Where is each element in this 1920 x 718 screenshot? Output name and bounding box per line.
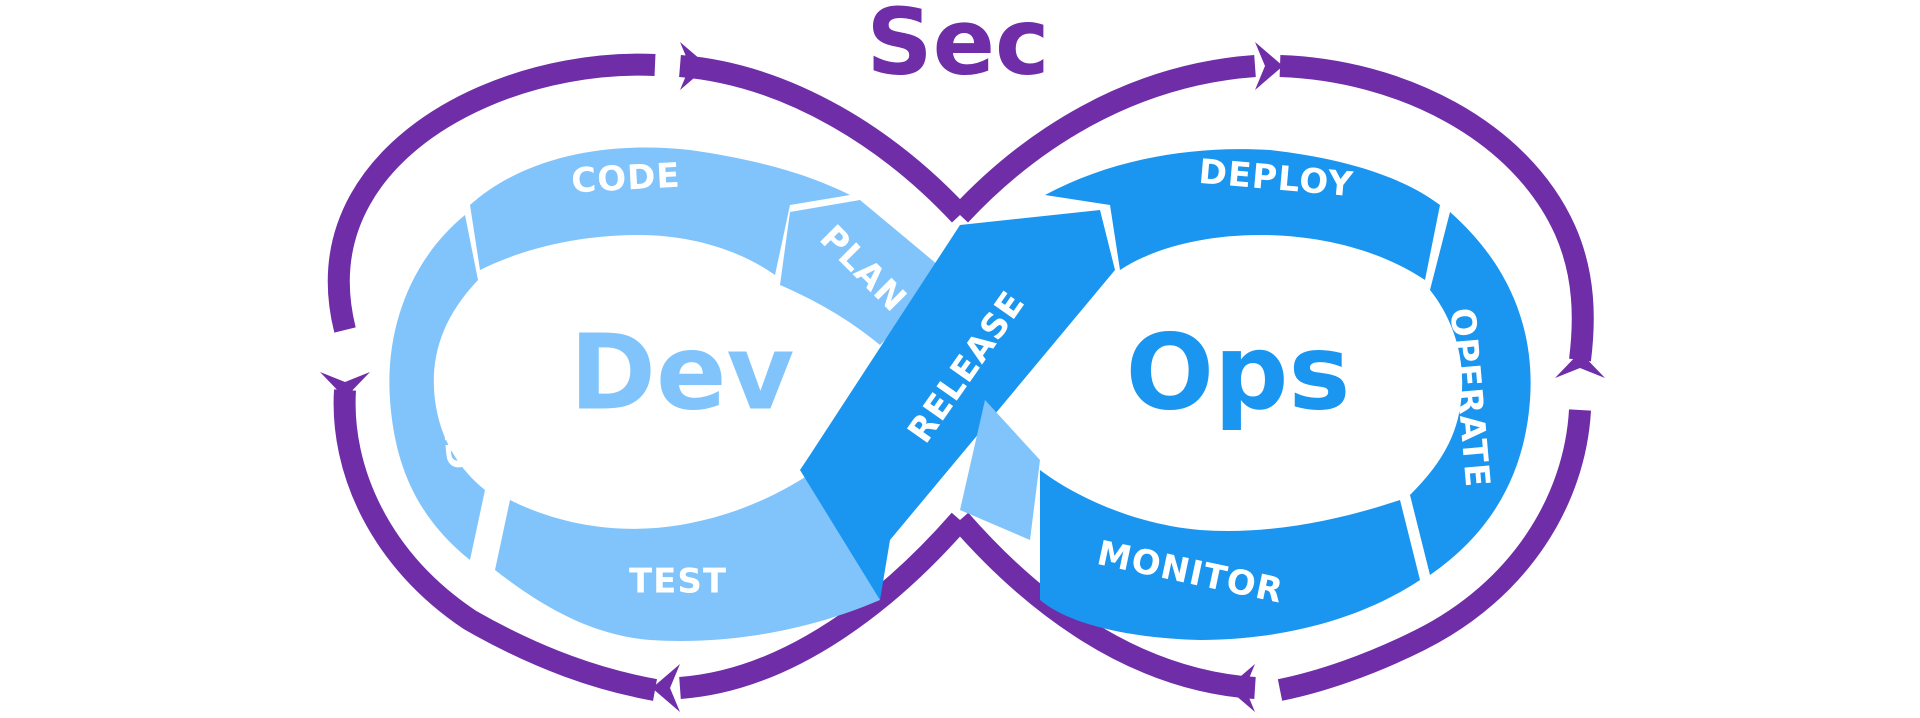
test-segment: [495, 460, 880, 641]
sec-ring-arc-right-lower-cross: [951, 512, 1256, 699]
sec-arrowhead: [1227, 664, 1255, 712]
ops-loop: [800, 149, 1531, 640]
sec-ring-arc-left-lower-cross: [679, 512, 969, 699]
sec-ring-arc-right-top: [1279, 55, 1594, 362]
dev-title: Dev: [570, 311, 795, 433]
sec-arrowhead: [680, 42, 708, 90]
ops-title: Ops: [1126, 311, 1351, 433]
code-segment: [470, 147, 850, 275]
sec-ring-arc-right-upper-cross: [951, 55, 1256, 223]
sec-ring-arrowheads: [320, 42, 1605, 712]
sec-title: Sec: [866, 0, 1049, 95]
deploy-segment: [1045, 149, 1440, 280]
build-segment: [389, 215, 485, 560]
monitor-segment: [1040, 470, 1420, 640]
sec-ring: [327, 53, 1594, 701]
release-segment: [800, 210, 1115, 600]
sec-ring-arc-left-top: [327, 53, 656, 333]
code-label: CODE: [570, 156, 681, 202]
sec-ring-arc-right-bottom: [1277, 409, 1591, 701]
sec-arrowhead: [652, 664, 680, 712]
test-label: TEST: [629, 562, 727, 602]
sec-ring-arc-left-bottom: [333, 389, 657, 701]
sec-arrowhead: [1255, 42, 1283, 90]
sec-arrowhead: [1555, 352, 1605, 378]
ops-center: [1110, 255, 1410, 515]
operate-segment: [1410, 212, 1531, 575]
dev-center: [500, 255, 800, 515]
sec-ring-arc-left-upper-cross: [679, 55, 969, 223]
sec-arrowhead: [320, 372, 370, 398]
monitor-tail-light: [960, 400, 1040, 540]
